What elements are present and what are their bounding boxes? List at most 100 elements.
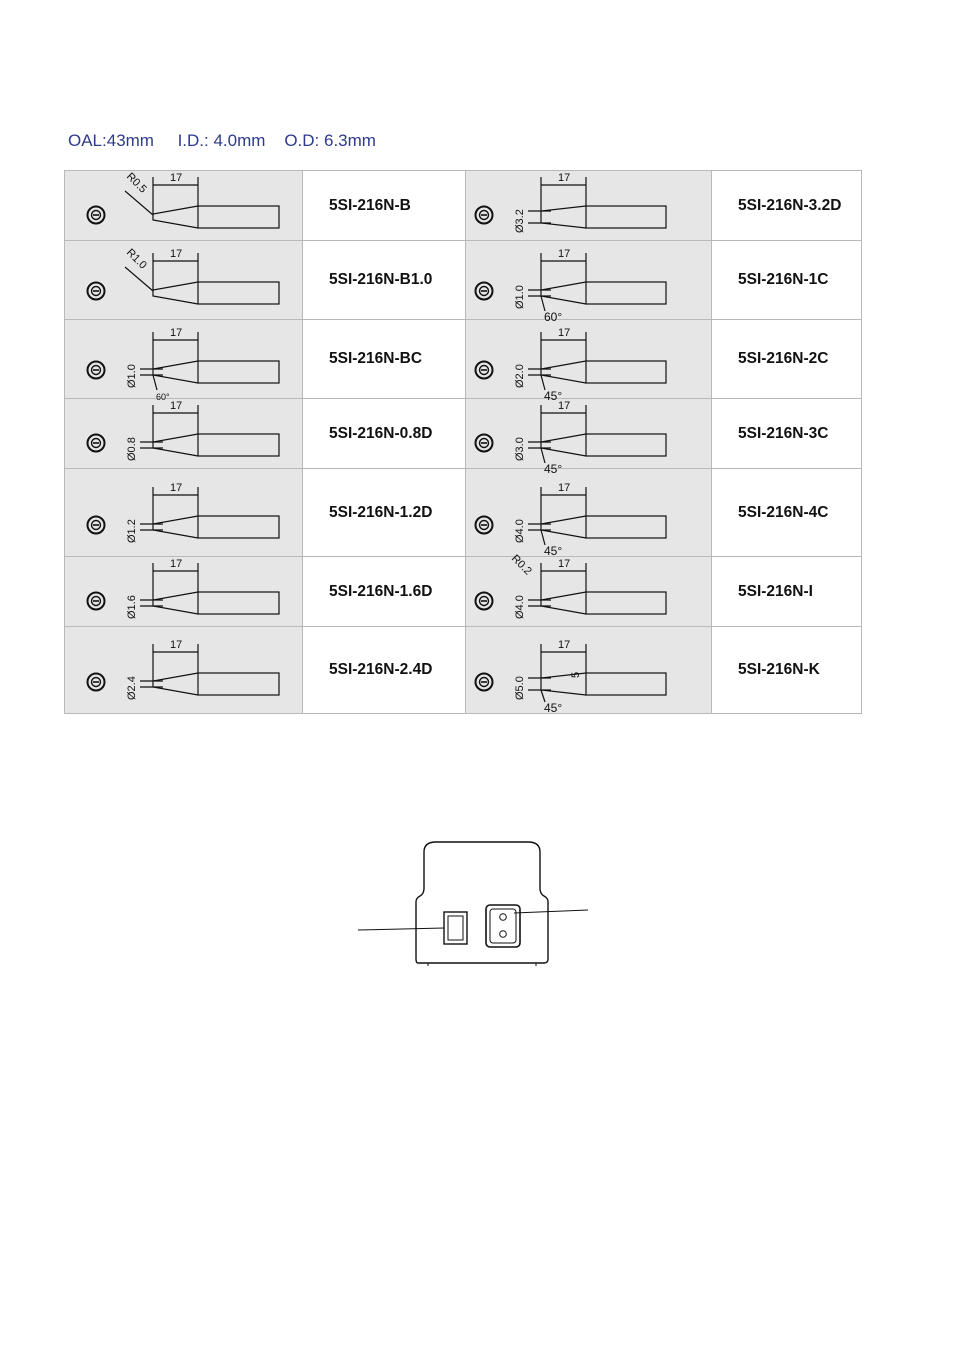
dim-length-label: 17	[558, 172, 570, 184]
tip-code: 5SI-216N-B	[302, 170, 466, 241]
tip-end-view-icon	[86, 591, 106, 610]
tip-drawing-cell: 17 R1.0	[64, 240, 303, 320]
dim-length-label: 17	[558, 248, 570, 260]
dim-length-label: 17	[170, 482, 182, 494]
tip-code: 5SI-216N-1C	[711, 240, 862, 320]
tip-end-view-icon	[86, 205, 106, 224]
tip-taper	[152, 514, 199, 539]
dim-length-label: 17	[170, 327, 182, 339]
tip-angle-label: 60°	[544, 310, 562, 324]
tip-shank	[197, 280, 280, 305]
tip-taper	[152, 280, 199, 305]
tip-diameter-label: Ø3.0	[514, 437, 526, 461]
tip-taper	[540, 280, 587, 305]
tip-diameter-label: Ø4.0	[514, 595, 526, 619]
socket-callout-line	[513, 909, 589, 914]
tip-shank	[585, 280, 667, 305]
tip-code: 5SI-216N-0.8D	[302, 398, 466, 469]
station-housing-outline	[415, 841, 549, 964]
tip-shank	[197, 204, 280, 229]
tip-diameter-label: Ø2.0	[514, 364, 526, 388]
specs-line: OAL:43mm I.D.: 4.0mm O.D: 6.3mm	[68, 131, 376, 150]
tip-end-view-icon	[474, 672, 494, 691]
tip-radius-label: R0.5	[124, 170, 149, 195]
dim-length-label: 17	[170, 400, 182, 412]
tip-taper	[152, 590, 199, 615]
tip-taper	[152, 204, 199, 229]
tip-diameter-label: Ø3.2	[514, 209, 526, 233]
dim-length-label: 17	[170, 172, 182, 184]
tip-shank	[585, 514, 667, 539]
tip-diameter-label: Ø2.4	[126, 676, 138, 700]
tip-end-view-icon	[474, 281, 494, 300]
dim-length-label: 17	[170, 558, 182, 570]
tip-code: 5SI-216N-4C	[711, 468, 862, 557]
tip-diameter-label: Ø5.0	[514, 676, 526, 700]
tip-shank	[585, 359, 667, 384]
tip-end-view-icon	[86, 360, 106, 379]
tip-end-view-icon	[474, 360, 494, 379]
tip-code: 5SI-216N-K	[711, 626, 862, 714]
tip-diameter-label: Ø1.0	[126, 364, 138, 388]
tip-taper	[152, 671, 199, 696]
tip-drawing: 17 R1.0	[86, 246, 280, 305]
tip-code: 5SI-216N-3C	[711, 398, 862, 469]
tip-shank	[197, 590, 280, 615]
tip-radius-label: R1.0	[124, 246, 149, 271]
tip-end-view-icon	[474, 515, 494, 534]
dim-length-label: 17	[558, 400, 570, 412]
tip-taper	[540, 359, 587, 384]
dim-length-label: 17	[170, 248, 182, 260]
tip-shank	[197, 514, 280, 539]
tip-drawing-cell: 17 R0.5	[64, 170, 303, 241]
tip-taper	[540, 590, 587, 615]
tip-end-view-icon	[86, 672, 106, 691]
tip-angle-label: 60°	[156, 392, 170, 402]
tip-drawing: 17 R0.5	[86, 170, 280, 229]
tip-angle-label: 45°	[544, 389, 562, 403]
tip-end-view-icon	[86, 433, 106, 452]
tip-taper	[152, 359, 199, 384]
dim-length-label: 17	[170, 639, 182, 651]
tip-end-view-icon	[474, 433, 494, 452]
tip-taper	[540, 432, 587, 457]
tip-taper	[152, 432, 199, 457]
tip-code: 5SI-216N-2C	[711, 319, 862, 399]
tip-radius-label: R0.2	[509, 552, 534, 577]
tip-code: 5SI-216N-2.4D	[302, 626, 466, 714]
dim-length-label: 17	[558, 327, 570, 339]
tip-shank	[585, 432, 667, 457]
tip-diameter-label: Ø0.8	[126, 437, 138, 461]
tip-side-label: 5	[570, 671, 582, 677]
dim-length-label: 17	[558, 639, 570, 651]
tip-diameter-label: Ø4.0	[514, 519, 526, 543]
tip-shank	[197, 671, 280, 696]
tip-diameter-label: Ø1.0	[514, 285, 526, 309]
tip-end-view-icon	[474, 205, 494, 224]
tip-code: 5SI-216N-I	[711, 556, 862, 627]
tip-end-view-icon	[86, 281, 106, 300]
station-back-panel-drawing	[357, 841, 589, 966]
tip-code: 5SI-216N-1.2D	[302, 468, 466, 557]
